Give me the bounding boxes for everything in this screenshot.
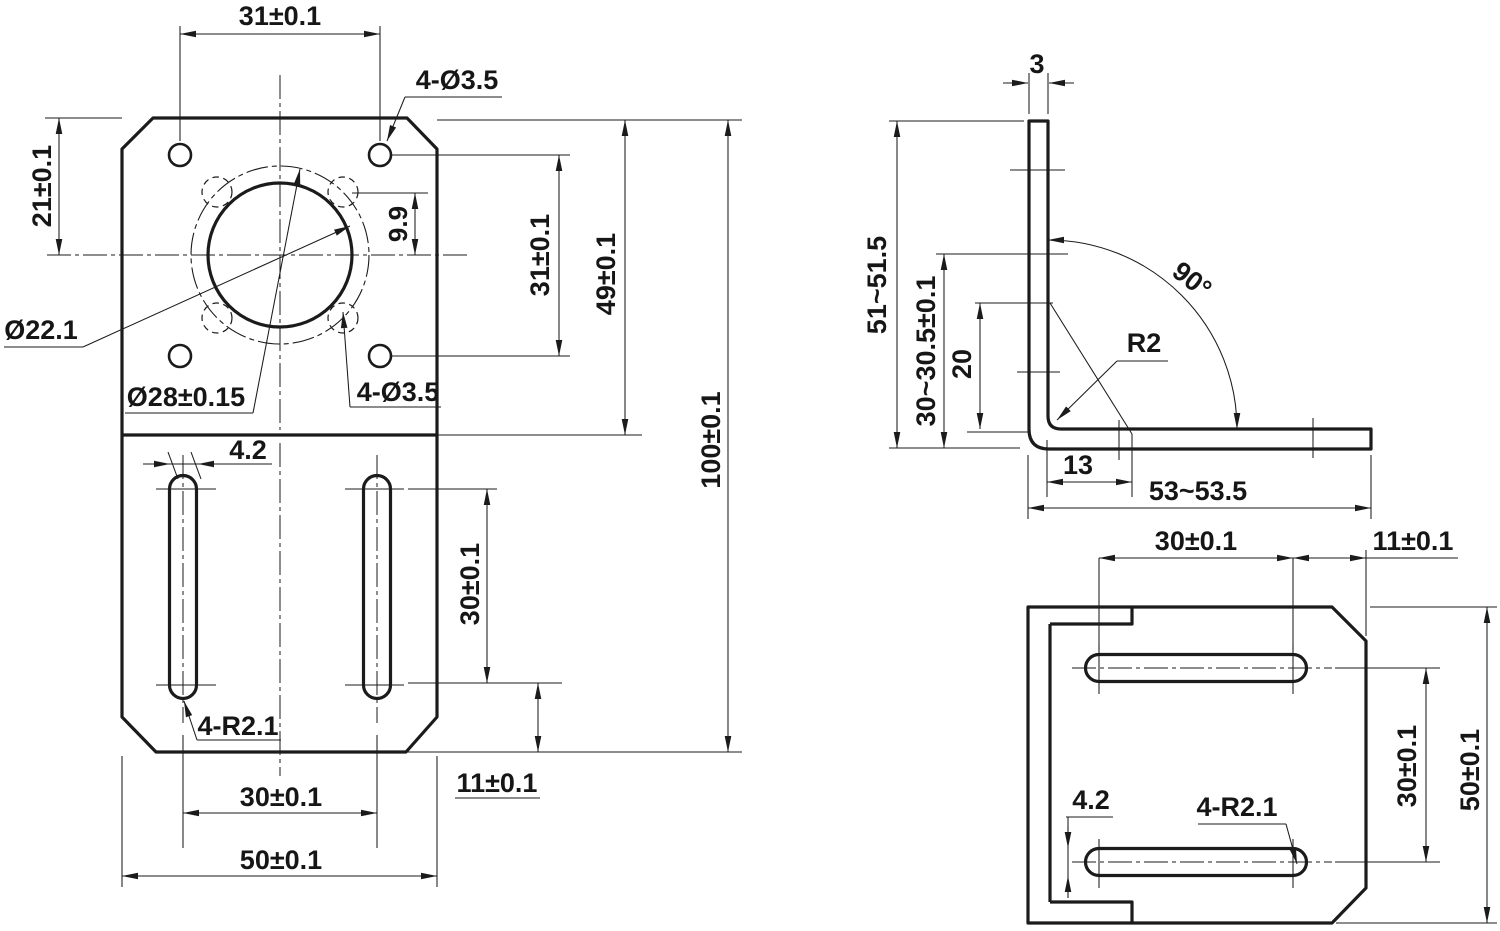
dim-side-thickness: 3 [1003,49,1074,114]
dim-front-hole-spacing-right: 31±0.1 [392,154,570,357]
dim-text: 9.9 [383,206,413,242]
dim-text: 31±0.1 [239,1,321,31]
label-text: 4-R2.1 [197,711,278,741]
dim-text: 31±0.1 [525,214,555,296]
label-text: 4-Ø3.5 [357,377,440,407]
dim-side-leg-height: 51~51.5 [862,120,1024,449]
front-view: 31±0.1 4-Ø3.5 21±0.1 9.9 Ø22.1 Ø28 [4,1,742,887]
front-plate-outline [120,116,439,754]
label-text: R2 [1127,328,1162,358]
flange-notch-top [1050,607,1134,626]
hidden-hole-se [327,302,359,334]
dim-text: 4.2 [1072,785,1110,815]
label-text: 4-R2.1 [1196,792,1277,822]
dim-side-hole-height: 20 [947,302,1053,433]
label-front-holes-top: 4-Ø3.5 [386,65,502,142]
label-text: 4-Ø3.5 [416,65,499,95]
dim-text: 3 [1029,49,1044,79]
dim-text: 50±0.1 [240,845,322,875]
dim-side-bend-height: 30~30.5±0.1 [911,253,995,448]
dim-front-bolt-offset: 9.9 [352,192,428,255]
dim-front-slot-width: 4.2 [143,435,272,480]
dim-bottom-slot-width: 4.2 [1064,785,1113,898]
hidden-hole-sw [201,302,233,334]
label-text: Ø22.1 [4,315,78,345]
dim-text: 90° [1167,256,1218,305]
dim-bottom-slot-spacing: 30±0.1 [1335,667,1440,863]
dim-text: 49±0.1 [591,233,621,315]
dim-text: 11±0.1 [457,768,538,798]
mount-hole-tl [167,142,193,168]
dim-text: 20 [947,349,977,379]
label-bend-radius: R2 [1049,302,1168,435]
side-view: 3 51~51.5 30~30.5±0.1 20 R2 [862,49,1373,519]
dim-text: 30±0.1 [1155,526,1237,556]
dim-text: 13 [1063,450,1093,480]
dim-text: 51~51.5 [862,236,892,334]
dim-text: 30±0.1 [1392,725,1422,807]
dim-front-edge-to-holes: 21±0.1 [27,117,122,255]
dim-text: 100±0.1 [696,391,726,488]
flange-notch-bottom [1050,900,1134,923]
hidden-hole-nw [201,176,233,208]
dim-front-slot-to-edge: 11±0.1 [455,683,542,799]
dim-text: 50±0.1 [1455,729,1485,811]
dim-front-top-to-bend: 49±0.1 [437,119,742,436]
dim-text: 11±0.1 [1373,526,1454,556]
dim-front-slot-spacing: 30±0.1 [182,735,378,848]
label-front-holes-lower: 4-Ø3.5 [340,311,441,408]
label-front-slot-radius: 4-R2.1 [183,700,281,741]
label-bottom-slot-radius: 4-R2.1 [1196,792,1298,865]
dim-front-overall-width: 50±0.1 [121,756,438,887]
dim-front-overall-height: 100±0.1 [406,120,742,753]
dim-text: 30~30.5±0.1 [911,276,941,427]
mount-hole-bl [167,343,193,369]
dim-bottom-slot-to-edge: 11±0.1 [1293,526,1458,636]
label-text: Ø28±0.15 [127,382,245,412]
dim-text: 4.2 [229,435,267,465]
bottom-plate-outline [1026,605,1368,925]
dim-text: 30±0.1 [455,543,485,625]
dim-front-top-hole-spacing: 31±0.1 [179,1,381,141]
label-center-bore: Ø22.1 [4,225,351,348]
dim-text: 30±0.1 [240,782,322,812]
mount-hole-br [367,343,393,369]
label-boss-circle: Ø28±0.15 [125,168,301,414]
dim-text: 21±0.1 [27,145,57,227]
dim-bottom-slot-length: 30±0.1 [1098,526,1294,650]
boss-circle [190,165,370,345]
dim-front-slot-length: 30±0.1 [408,488,562,684]
dim-text: 53~53.5 [1149,476,1247,506]
dim-side-leg-length: 53~53.5 [1027,455,1372,519]
mount-hole-tr [367,142,393,168]
dim-bottom-overall-width: 50±0.1 [1336,606,1497,924]
bottom-view: 30±0.1 11±0.1 30±0.1 50±0.1 4.2 [1026,526,1497,925]
dim-side-slot-offset: 13 [1046,434,1133,497]
hidden-hole-ne [327,176,359,208]
